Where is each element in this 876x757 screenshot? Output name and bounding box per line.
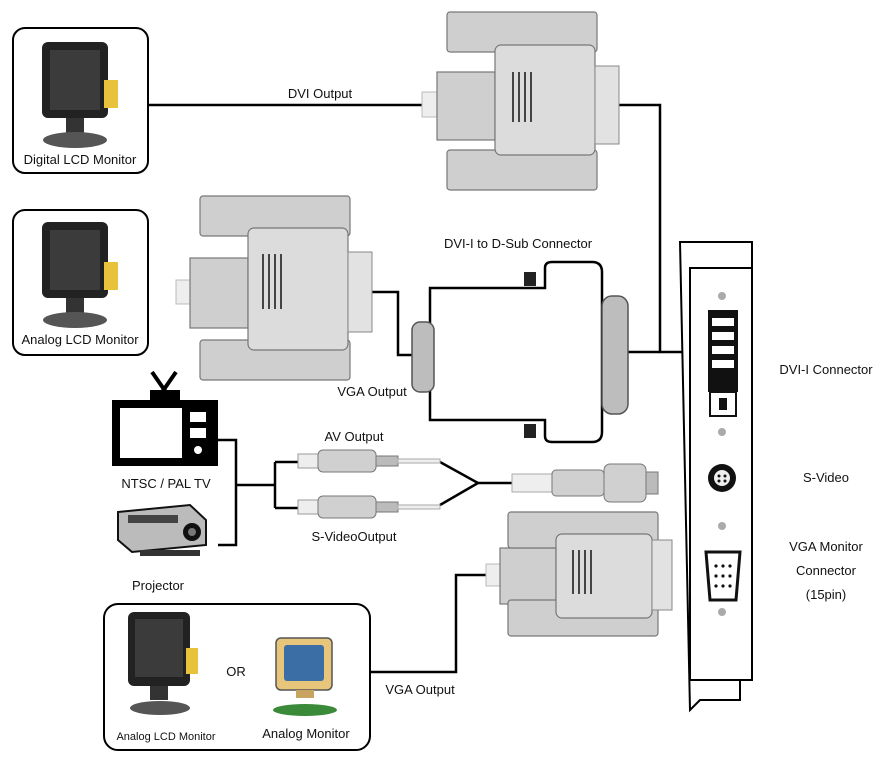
digital-lcd-monitor-label: Digital LCD Monitor [24,152,137,167]
digital-lcd-monitor-box: Digital LCD Monitor [12,27,149,174]
dvi-i-to-dsub-label: DVI-I to D-Sub Connector [444,236,593,251]
vga-port [704,550,742,602]
projector-icon [117,503,207,556]
dvi-output-label: DVI Output [288,86,353,101]
av-cable-plug [297,449,441,473]
dvi-to-card-wire [610,103,690,354]
vga-monitor-label-line3: (15pin) [806,587,846,602]
lcd-monitor-icon [42,222,118,328]
ntsc-pal-tv-label: NTSC / PAL TV [121,476,211,491]
wires [148,103,690,674]
analog-lcd-monitor-small-label: Analog LCD Monitor [116,731,215,743]
dvi-dsub-adapter [411,260,629,444]
tv-projector-bracket [218,438,238,547]
or-label: OR [226,664,246,679]
vga-output-bottom-label: VGA Output [385,682,455,697]
dvi-i-connector-label: DVI-I Connector [779,362,873,377]
lcd-monitor-icon [42,42,118,148]
s-video-label: S-Video [803,470,849,485]
vga-monitor-label-line1: VGA Monitor [789,539,863,554]
dvi-i-port [708,310,738,417]
projector-label: Projector [132,578,185,593]
analog-lcd-monitor-label: Analog LCD Monitor [21,332,139,347]
crt-monitor-icon [273,637,337,716]
vga-bottom-wire [370,573,490,674]
analog-monitors-box: OR Analog LCD Monitor Analog Monitor [103,603,371,751]
analog-lcd-monitor-box: Analog LCD Monitor [12,209,149,356]
svideo-output-label: S-VideoOutput [311,529,396,544]
dvi-cable-plug [421,11,620,191]
vga-cable-plug-bottom [485,511,673,637]
vga-monitor-label-line2: Connector [796,563,857,578]
svideo-plug-to-card [511,463,659,503]
vga-to-adapter-wire [372,290,420,357]
y-splitter [439,460,481,507]
av-output-label: AV Output [324,429,383,444]
lcd-monitor-icon [128,612,198,715]
svideo-cable-plug [297,495,441,519]
s-video-port [708,464,736,492]
vga-cable-plug-top [175,195,373,381]
tv-icon [112,370,218,466]
vga-output-top-label: VGA Output [337,384,407,399]
analog-monitor-label: Analog Monitor [262,726,350,741]
graphics-card-bracket [678,241,753,713]
